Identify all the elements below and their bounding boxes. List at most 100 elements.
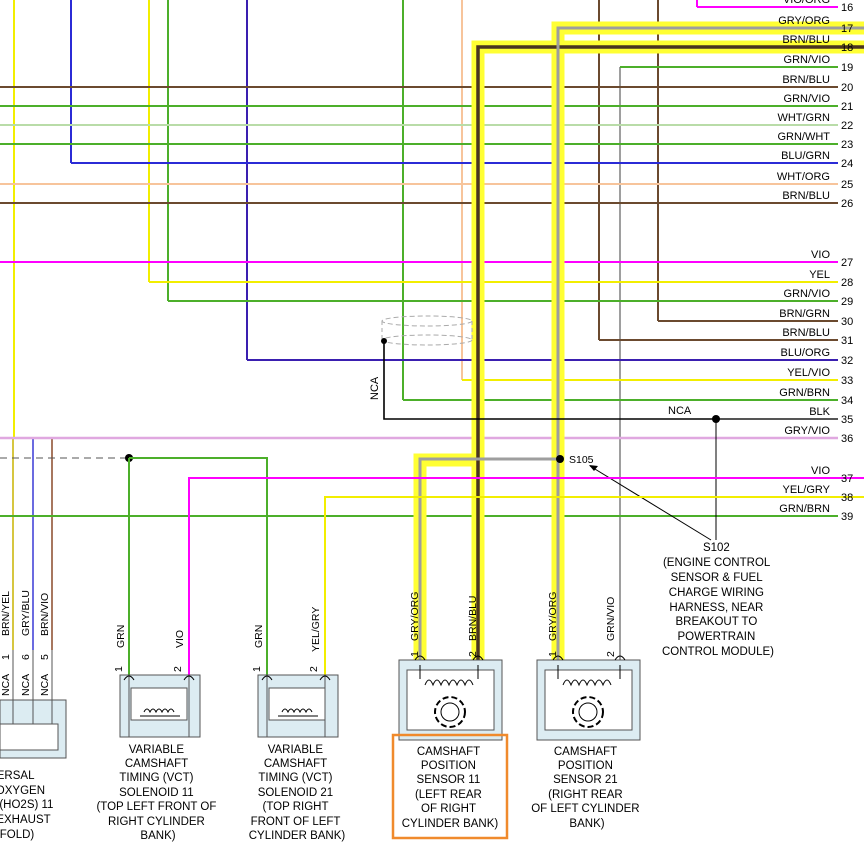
- vct11-pin-1: 1: [113, 666, 125, 672]
- wire-29-number: 29: [841, 296, 853, 308]
- wire-36-color-label: GRY/VIO: [784, 425, 830, 437]
- ho2s-nca-3: NCA: [39, 674, 51, 696]
- wire-27-number: 27: [841, 257, 853, 269]
- camshaft-position-sensor-21: [536, 655, 641, 741]
- wire-19-color-label: GRN/VIO: [784, 54, 831, 66]
- wire-22-number: 22: [841, 120, 853, 132]
- ho2s-nca-2: NCA: [20, 674, 32, 696]
- wire-38-number: 38: [841, 492, 853, 504]
- cmp11-wire-2: BRN/BLU: [467, 595, 479, 641]
- wire-38-color-label: YEL/GRY: [783, 484, 831, 496]
- vct21-wire-1: GRN: [253, 625, 265, 648]
- wire-28-color-label: YEL: [809, 269, 830, 281]
- wire-31-color-label: BRN/BLU: [782, 327, 830, 339]
- wire-25-number: 25: [841, 179, 853, 191]
- wire-34-number: 34: [841, 395, 853, 407]
- nca-vertical-label: NCA: [369, 376, 381, 400]
- s105-label: S105: [569, 454, 594, 466]
- rotation-arrow-icon: [578, 702, 598, 722]
- nca-blk-wire: [381, 338, 720, 540]
- wire-35-color-label: BLK: [809, 406, 830, 418]
- gear-icon: [572, 696, 604, 728]
- rotation-arrow-icon: [440, 702, 460, 722]
- wire-20-color-label: BRN/BLU: [782, 74, 830, 86]
- vct-solenoid-21: [257, 674, 339, 738]
- wire-19-number: 19: [841, 62, 853, 74]
- vct-solenoid-11: [119, 674, 201, 738]
- wire-18-color-label: BRN/BLU: [782, 34, 830, 46]
- solenoid-coil-icon: [140, 708, 180, 717]
- camshaft-position-sensor-11: [398, 655, 503, 741]
- wire-16-color-label: VIO/ORG: [783, 0, 830, 6]
- cmp11-caption: CAMSHAFT POSITION SENSOR 11 (LEFT REAR O…: [402, 746, 499, 830]
- wire-31-number: 31: [841, 335, 853, 347]
- wire-36-number: 36: [841, 433, 853, 445]
- sensor-coil-icon: [562, 679, 612, 687]
- sensor-coil-icon: [424, 679, 474, 687]
- wire-20-number: 20: [841, 82, 853, 94]
- wire-21-color-label: GRN/VIO: [784, 93, 831, 105]
- wire-16-number: 16: [841, 2, 853, 14]
- ho2s-pin-6: 6: [20, 654, 32, 660]
- component-feed-wires: [128, 457, 864, 675]
- vct21-caption: VARIABLE CAMSHAFT TIMING (VCT) SOLENOID …: [249, 744, 346, 842]
- cmp21-pin-1: 1: [547, 651, 559, 657]
- shield-symbol: [381, 315, 473, 346]
- ho2s-caption: ERSAL OXYGEN (HO2S) 11 EXHAUST FOLD): [0, 770, 57, 841]
- wire-29-color-label: GRN/VIO: [784, 288, 831, 300]
- ho2s-wire-color-1: BRN/YEL: [0, 591, 12, 636]
- vct11-pin-2: 2: [172, 666, 184, 672]
- wire-labels: VIO/ORG16GRY/ORG17BRN/BLU18GRN/VIO19BRN/…: [777, 0, 853, 523]
- selection-highlight-box[interactable]: [391, 733, 509, 840]
- wire-33-number: 33: [841, 375, 853, 387]
- wire-24-number: 24: [841, 158, 853, 170]
- nca-blk-label: NCA: [668, 405, 692, 417]
- s102-splice-dot: [712, 415, 720, 423]
- wire-37-number: 37: [841, 473, 853, 485]
- solenoid-coil-icon: [278, 708, 318, 717]
- wire-32-number: 32: [841, 355, 853, 367]
- ho2s-wire-color-2: GRY/BLU: [20, 590, 32, 636]
- vct11-caption: VARIABLE CAMSHAFT TIMING (VCT) SOLENOID …: [96, 744, 219, 842]
- wire-30-color-label: BRN/GRN: [779, 308, 830, 320]
- wire-21-number: 21: [841, 101, 853, 113]
- cmp11-wire-1: GRY/ORG: [409, 592, 421, 641]
- wire-25-color-label: WHT/ORG: [777, 171, 830, 183]
- wire-18-number: 18: [841, 42, 853, 54]
- cmp21-wire-1: GRY/ORG: [547, 592, 559, 641]
- cmp11-pin-2: 2: [467, 651, 479, 657]
- ho2s-pin-5: 5: [39, 654, 51, 660]
- ho2s-pin-1: 1: [0, 654, 12, 660]
- cmp21-wire-2: GRN/VIO: [605, 597, 617, 641]
- wire-39-color-label: GRN/BRN: [779, 503, 830, 515]
- gear-icon: [434, 696, 466, 728]
- background-vertical-wires: [12, 0, 698, 660]
- wire-34-color-label: GRN/BRN: [779, 387, 830, 399]
- wire-28-number: 28: [841, 277, 853, 289]
- wire-23-color-label: GRN/WHT: [777, 131, 830, 143]
- highlighted-harness: [413, 21, 864, 660]
- wire-35-number: 35: [841, 414, 853, 426]
- cmp21-pin-2: 2: [605, 651, 617, 657]
- vct11-wire-1: GRN: [115, 625, 127, 648]
- vct21-wire-2: YEL/GRY: [310, 607, 322, 652]
- wire-27-color-label: VIO: [811, 249, 830, 261]
- ho2s-nca-1: NCA: [0, 674, 12, 696]
- cmp21-caption: CAMSHAFT POSITION SENSOR 21 (RIGHT REAR …: [531, 746, 643, 830]
- wire-26-color-label: BRN/BLU: [782, 190, 830, 202]
- s105-splice-dot: [556, 455, 564, 463]
- wire-17-number: 17: [841, 23, 853, 35]
- horizontal-wires: [0, 6, 838, 517]
- wire-32-color-label: BLU/ORG: [780, 347, 830, 359]
- wire-22-color-label: WHT/GRN: [777, 112, 830, 124]
- vct21-pin-2: 2: [308, 666, 320, 672]
- wire-17-color-label: GRY/ORG: [778, 15, 830, 27]
- vct11-wire-2: VIO: [174, 630, 186, 648]
- wire-33-color-label: YEL/VIO: [787, 367, 830, 379]
- wire-30-number: 30: [841, 316, 853, 328]
- wire-23-number: 23: [841, 139, 853, 151]
- ho2s-connector: [0, 650, 67, 759]
- wire-26-number: 26: [841, 198, 853, 210]
- ho2s-wire-color-3: BRN/VIO: [39, 593, 51, 636]
